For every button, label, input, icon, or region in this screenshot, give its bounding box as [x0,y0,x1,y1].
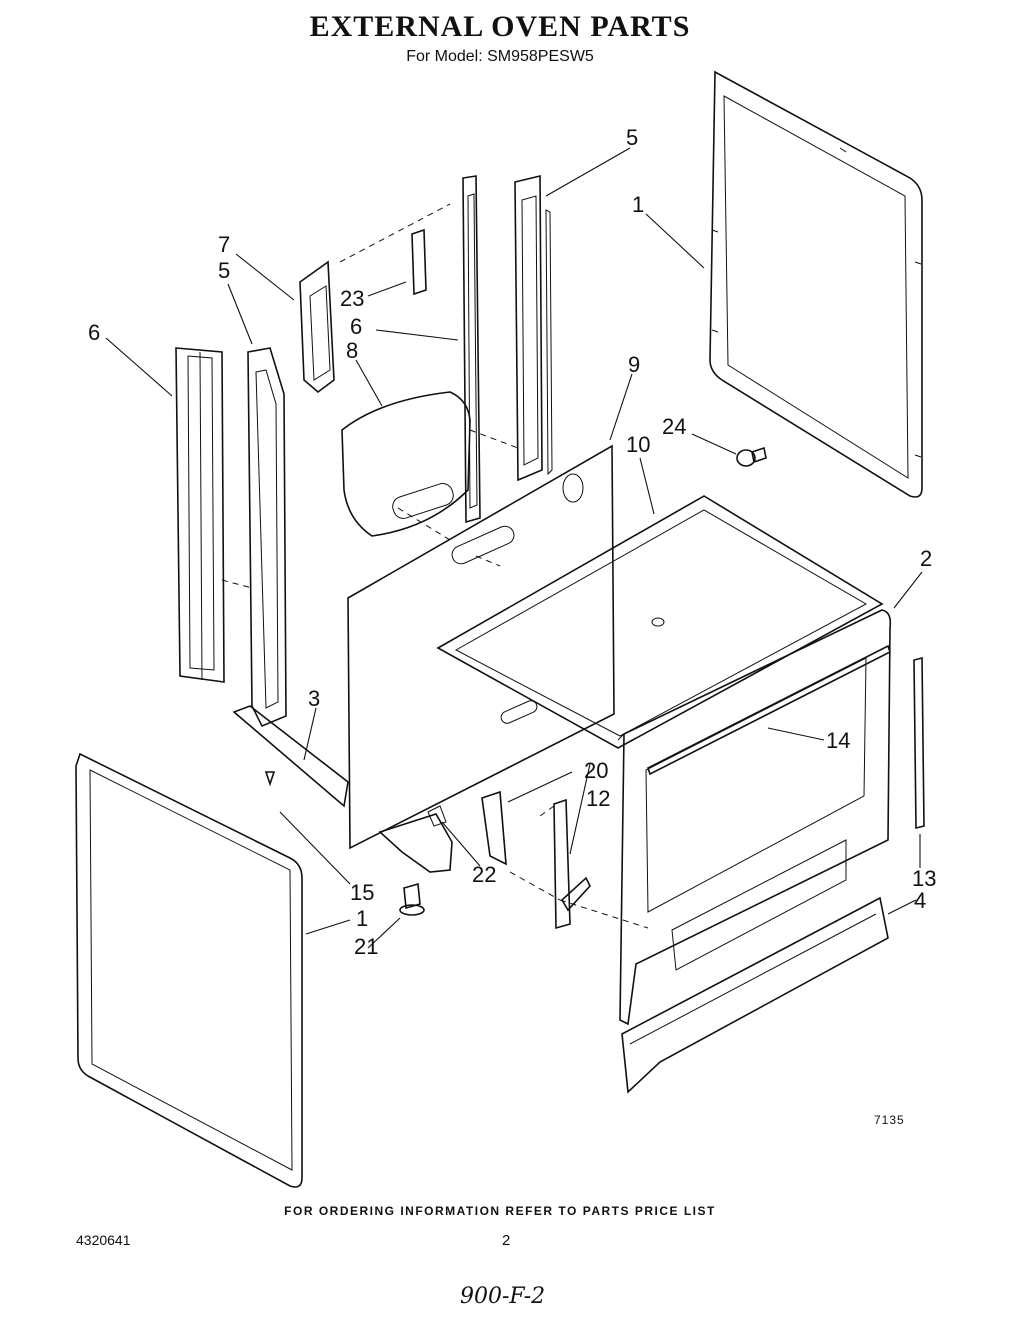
part-22-clip [378,813,453,873]
callout-3: 3 [308,686,320,711]
callout-23: 23 [340,286,364,311]
callout-5-left: 5 [218,258,230,283]
callout-6-left: 6 [88,320,100,345]
page-title: EXTERNAL OVEN PARTS [309,10,691,43]
model-subtitle: For Model: SM958PESW5 [406,48,594,65]
part-24-bumper [736,446,767,467]
callout-7: 7 [218,232,230,257]
callout-24: 24 [662,414,686,439]
part-12-hinge [553,798,591,930]
part-3-bottom-rail [232,705,349,808]
callout-22: 22 [472,862,496,887]
part-1-right-side-panel [709,70,923,498]
part-4-kick-plate [621,896,889,1094]
part-7-bracket [299,260,335,394]
callout-4: 4 [914,888,926,913]
part-13-side-strip [913,656,925,830]
ordering-note: FOR ORDERING INFORMATION REFER TO PARTS … [284,1204,716,1218]
callout-12: 12 [586,786,610,811]
part-5-left-channel [247,347,287,728]
part-20-bracket [481,790,507,866]
drawing-code: 7135 [874,1113,905,1127]
part-6-left-rail [175,347,225,683]
part-8-duct [341,391,471,537]
callout-1-right: 1 [632,192,644,217]
handwritten-reference: 900-F-2 [460,1284,546,1309]
document-number: 4320641 [76,1232,131,1248]
callout-8: 8 [346,338,358,363]
callout-numbers: 5 1 7 5 6 23 6 8 9 10 24 2 14 3 20 12 22… [88,125,936,959]
callout-2: 2 [920,546,932,571]
callout-13: 13 [912,866,936,891]
part-6-mid-rail [462,175,481,524]
part-23-strip [411,228,427,296]
part-15-screw [264,771,276,787]
callout-14: 14 [826,728,850,753]
callout-6-mid: 6 [350,314,362,339]
leader-lines [105,147,923,949]
callout-21: 21 [354,934,378,959]
part-1-left-side-panel [75,752,303,1188]
callout-20: 20 [584,758,608,783]
callout-1-left: 1 [356,906,368,931]
part-9-rear-panel [347,444,615,850]
exploded-parts-diagram: 5 1 7 5 6 23 6 8 9 10 24 2 14 3 20 12 22… [75,70,936,1188]
callout-5-top: 5 [626,125,638,150]
callout-15: 15 [350,880,374,905]
callout-10: 10 [626,432,650,457]
part-5-top-channel [514,174,553,482]
part-14-strip [647,644,891,776]
callout-9: 9 [628,352,640,377]
part-21-bolt [399,882,425,916]
part-10-top-panel [436,495,884,749]
alignment-lines [221,203,649,929]
part-2-front-frame [617,609,892,1026]
page-number: 2 [502,1232,511,1249]
